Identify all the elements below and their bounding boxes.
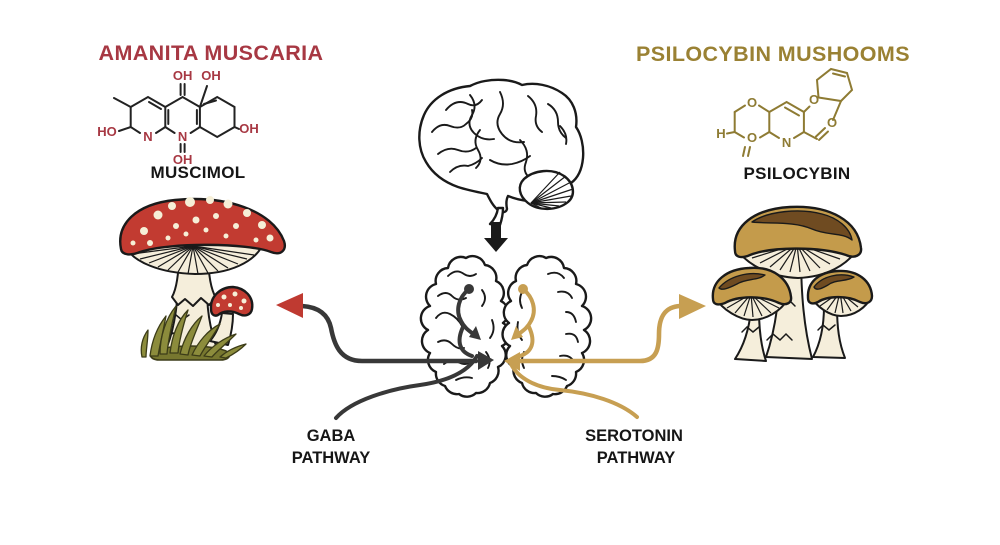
- grass-icon: [140, 305, 247, 361]
- atom-label: OH: [239, 121, 259, 136]
- gold-arrowhead-icon: [504, 352, 520, 371]
- gaba-pathway-label: GABA PATHWAY: [292, 427, 371, 467]
- atom-label: OH: [173, 152, 193, 167]
- serotonin-label-line1: SEROTONIN: [585, 427, 683, 445]
- dark-arrowhead-icon: [469, 326, 481, 340]
- atom-label: O: [827, 115, 837, 130]
- amanita-cap-spots: [130, 196, 274, 246]
- gaba-label-line2: PATHWAY: [292, 449, 371, 467]
- psilocybin-title: PSILOCYBIN MUSHOOMS: [636, 42, 910, 66]
- serotonin-pathway-label: SEROTONIN PATHWAY: [585, 427, 683, 467]
- atom-label: H: [716, 126, 725, 141]
- dark-arrowhead-icon: [478, 351, 494, 370]
- atom-label: N: [782, 135, 791, 150]
- gaba-label-line1: GABA: [307, 427, 356, 445]
- amanita-mushroom-icon: [119, 196, 286, 361]
- amanita-gill-lines: [131, 245, 255, 275]
- atom-label: O: [747, 130, 757, 145]
- hemisphere-gyri-lines: [435, 270, 579, 381]
- psilocybin-structure-icon: O O H N O O: [716, 67, 854, 157]
- gold-arrowhead-icon: [511, 326, 523, 340]
- psilocybin-mushrooms-icon: [711, 205, 874, 362]
- muscimol-structure-icon: OH OH HO N N OH OH: [97, 68, 259, 167]
- atom-label: HO: [97, 124, 117, 139]
- gaba-pathway-arrows: [276, 284, 494, 420]
- brain-gyri-lines: [431, 91, 568, 179]
- brain-side-icon: [418, 78, 585, 227]
- split-brain-icon: [419, 255, 593, 398]
- amanita-title: AMANITA MUSCARIA: [99, 41, 324, 65]
- down-arrow-icon: [484, 222, 508, 252]
- atom-label: O: [747, 95, 757, 110]
- psilocybin-label: PSILOCYBIN: [744, 164, 851, 183]
- gold-arrowhead-icon: [679, 294, 706, 319]
- atom-label: N: [178, 129, 187, 144]
- atom-label: OH: [201, 68, 221, 83]
- serotonin-pathway-arrows: [504, 284, 706, 419]
- cerebellum-hatch-lines: [530, 171, 574, 210]
- atom-label: O: [809, 92, 819, 107]
- red-arrowhead-icon: [276, 293, 303, 318]
- atom-label: N: [143, 129, 152, 144]
- serotonin-label-line2: PATHWAY: [597, 449, 676, 467]
- atom-label: OH: [173, 68, 193, 83]
- muscimol-label: MUSCIMOL: [151, 163, 246, 182]
